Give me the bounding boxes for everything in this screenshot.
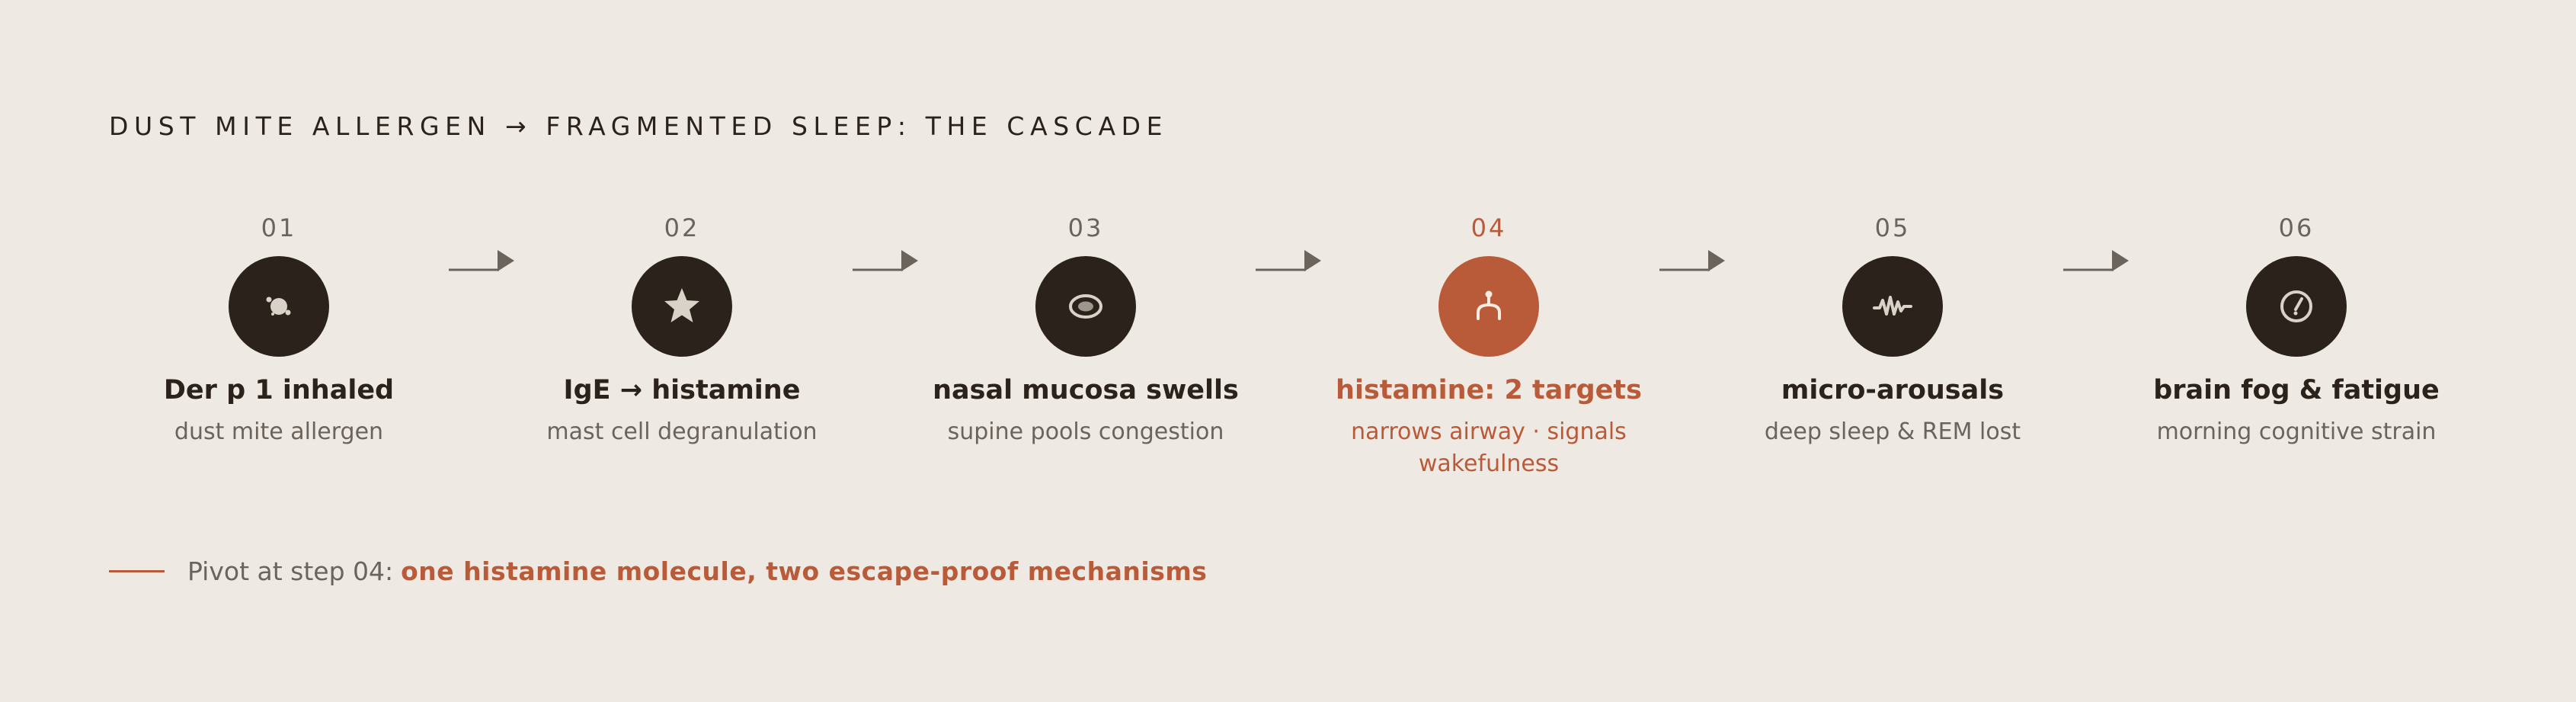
step-title: histamine: 2 targets [1336,375,1642,405]
step-title: brain fog & fatigue [2153,375,2440,405]
step-title: micro-arousals [1781,375,2005,405]
arrow-icon [2063,250,2129,271]
step-subtitle: morning cognitive strain [2156,418,2437,445]
diagram-title: DUST MITE ALLERGEN → FRAGMENTED SLEEP: T… [109,111,1169,141]
pivot-emphasis: one histamine molecule, two escape-proof… [401,556,1208,586]
particle-icon [266,297,291,316]
arrow-icon [449,250,514,271]
step-number: 04 [1470,213,1507,242]
step-icon-circle [1438,256,1539,357]
branch-icon [1477,290,1501,320]
pivot-callout: Pivot at step 04: one histamine molecule… [109,553,1207,588]
gauge-icon [2280,290,2312,322]
step-05: 05 micro-arousals deep sleep & REM lost [1725,210,2060,448]
step-icon-circle [2246,256,2347,357]
step-number: 01 [261,213,297,242]
step-number: 06 [2278,213,2315,242]
step-number: 03 [1067,213,1104,242]
step-subtitle: supine pools congestion [947,418,1224,445]
wave-icon [1873,296,1912,316]
step-title: nasal mucosa swells [933,375,1239,405]
step-icon-circle [229,256,329,357]
step-02: 02 IgE → histamine mast cell degranulati… [514,210,850,448]
step-subtitle: narrows airway · signals wakefulness [1351,418,1627,477]
arrow-icon [853,250,918,271]
pivot-label: Pivot at step 04: [187,556,394,586]
step-title: IgE → histamine [563,375,801,405]
step-number: 02 [664,213,700,242]
step-title: Der p 1 inhaled [163,375,395,405]
step-subtitle: dust mite allergen [174,418,384,445]
step-icon-circle [1035,256,1136,357]
step-icon-circle [632,256,732,357]
step-04: 04 histamine: 2 targets narrows airway ·… [1321,210,1656,480]
swelling-icon [1069,294,1102,319]
arrow-icon [1256,250,1321,271]
step-number: 05 [1874,213,1911,242]
step-03: 03 nasal mucosa swells supine pools cong… [918,210,1253,448]
step-01: 01 Der p 1 inhaled dust mite allergen [111,210,446,448]
arrow-icon [1659,250,1725,271]
step-icon-circle [1842,256,1943,357]
pivot-accent-line [109,569,165,572]
star-icon [664,288,699,322]
step-subtitle: mast cell degranulation [546,418,818,445]
step-06: 06 brain fog & fatigue morning cognitive… [2129,210,2464,448]
step-subtitle: deep sleep & REM lost [1764,418,2021,445]
